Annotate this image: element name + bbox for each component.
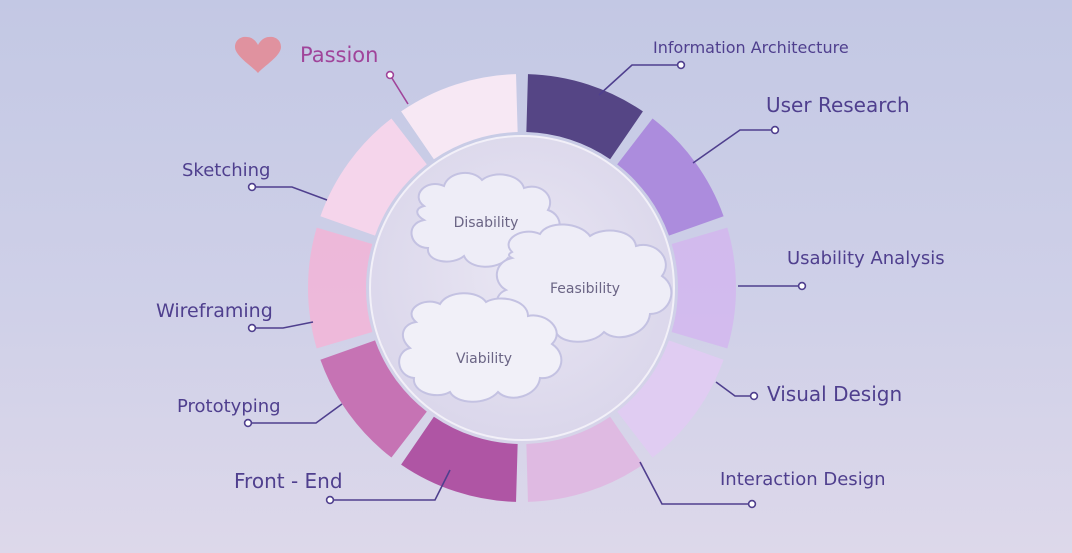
label-passion: Passion xyxy=(300,43,378,67)
ring-segment-interaction-design xyxy=(526,416,643,502)
heart-icon xyxy=(235,36,281,73)
label-visual-design: Visual Design xyxy=(767,382,902,406)
ring-segment-usability-analysis xyxy=(671,227,737,349)
leader-line-prototyping xyxy=(248,403,343,424)
ring-segment-prototyping xyxy=(320,340,427,458)
label-prototyping: Prototyping xyxy=(177,396,281,417)
leader-line-user-research xyxy=(692,129,775,164)
leader-dot-user-research xyxy=(770,125,780,135)
leader-dot-visual-design xyxy=(749,391,759,401)
leader-line-wireframing xyxy=(252,321,314,329)
cloud-viability: Viability xyxy=(398,292,563,403)
ring-segments xyxy=(308,74,737,502)
ring-segment-information-architecture xyxy=(526,74,643,160)
leader-dot-passion xyxy=(385,70,395,80)
leader-dot-wireframing xyxy=(247,323,257,333)
leader-line-front-end xyxy=(330,469,451,501)
leader-dot-usability-analysis xyxy=(797,281,807,291)
ring-segment-wireframing xyxy=(308,227,373,349)
label-sketching: Sketching xyxy=(182,160,270,181)
label-wireframing: Wireframing xyxy=(156,300,273,322)
leader-dot-prototyping xyxy=(243,418,253,428)
leader-lines xyxy=(243,60,807,509)
label-front-end: Front - End xyxy=(234,469,343,493)
ring-segment-visual-design xyxy=(617,340,724,458)
leader-line-sketching xyxy=(252,186,328,201)
cloud-label-viability: Viability xyxy=(456,351,512,367)
leader-dot-front-end xyxy=(325,495,335,505)
cloud-label-feasibility: Feasibility xyxy=(550,281,620,297)
leader-dot-interaction-design xyxy=(747,499,757,509)
label-interaction-design: Interaction Design xyxy=(720,469,886,490)
leader-line-interaction-design xyxy=(639,461,752,505)
leader-dot-sketching xyxy=(247,182,257,192)
label-user-research: User Research xyxy=(766,93,910,117)
ring-segment-passion xyxy=(401,74,518,160)
ring-segment-sketching xyxy=(320,118,427,236)
leader-line-passion xyxy=(389,74,409,105)
cloud-feasibility: Feasibility xyxy=(495,223,673,343)
leader-line-information-architecture xyxy=(598,64,681,96)
cloud-label-disability: Disability xyxy=(454,215,519,231)
label-information-architecture: Information Architecture xyxy=(653,38,849,57)
leader-dot-information-architecture xyxy=(676,60,686,70)
ring-segment-front-end xyxy=(401,416,518,502)
leader-line-visual-design xyxy=(715,381,754,397)
ring-segment-user-research xyxy=(617,118,724,236)
label-usability-analysis: Usability Analysis xyxy=(787,248,945,269)
